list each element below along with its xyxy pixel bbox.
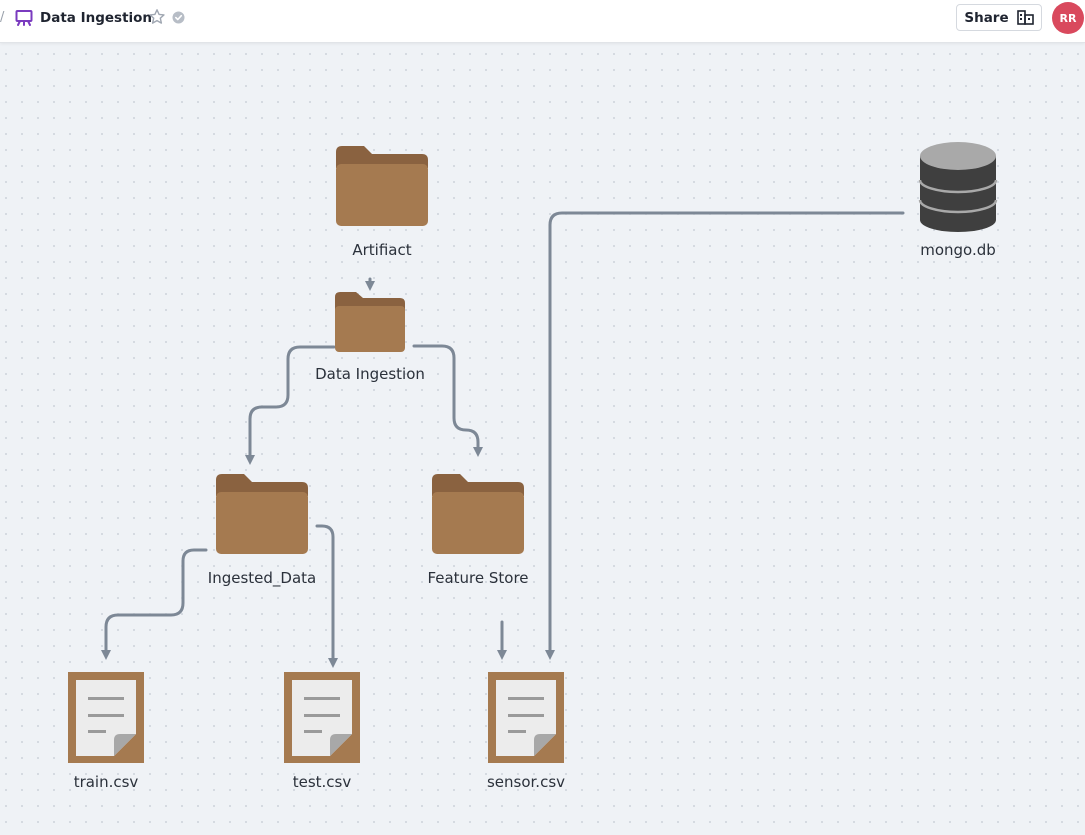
connector-mongo-to-sensor[interactable] bbox=[545, 211, 905, 660]
node-label: train.csv bbox=[74, 773, 139, 791]
node-train-csv[interactable]: train.csv bbox=[68, 672, 144, 791]
folder-icon bbox=[335, 292, 405, 352]
node-artifact[interactable]: Artifiact bbox=[336, 146, 428, 259]
connector-ingested-data-to-train[interactable] bbox=[101, 548, 208, 660]
building-icon bbox=[1016, 10, 1034, 25]
node-label: mongo.db bbox=[920, 241, 996, 259]
node-test-csv[interactable]: test.csv bbox=[284, 672, 360, 791]
node-label: Ingested_Data bbox=[208, 569, 316, 588]
folder-icon bbox=[432, 474, 524, 554]
csv-file-icon bbox=[284, 672, 360, 763]
node-label: Data Ingestion bbox=[315, 365, 425, 383]
whiteboard-icon bbox=[15, 10, 33, 26]
share-label: Share bbox=[964, 9, 1009, 26]
node-label: sensor.csv bbox=[487, 773, 565, 791]
csv-file-icon bbox=[488, 672, 564, 763]
folder-icon bbox=[336, 146, 428, 226]
avatar[interactable]: RR bbox=[1052, 2, 1084, 34]
share-button[interactable]: Share bbox=[956, 4, 1042, 31]
node-label: Feature Store bbox=[427, 569, 528, 587]
node-feature-store[interactable]: Feature Store bbox=[427, 474, 529, 587]
verified-check-icon bbox=[172, 11, 185, 24]
node-data-ingestion[interactable]: Data Ingestion bbox=[315, 292, 425, 383]
csv-file-icon bbox=[68, 672, 144, 763]
node-label: test.csv bbox=[293, 773, 352, 791]
database-icon bbox=[918, 142, 998, 232]
connector-ingestion-to-feature-store[interactable] bbox=[412, 344, 483, 457]
top-bar: / Data Ingestion Share RR bbox=[0, 0, 1085, 43]
node-ingested-data[interactable]: Ingested_Data bbox=[208, 474, 316, 588]
node-label: Artifiact bbox=[352, 241, 411, 259]
breadcrumb-separator: / bbox=[0, 10, 5, 25]
node-sensor-csv[interactable]: sensor.csv bbox=[487, 672, 565, 791]
node-mongo-db[interactable]: mongo.db bbox=[918, 142, 998, 259]
folder-icon bbox=[216, 474, 308, 554]
connector-ingested-data-to-test[interactable] bbox=[315, 524, 338, 668]
connector-ingestion-to-ingested-data[interactable] bbox=[245, 345, 336, 465]
star-icon[interactable] bbox=[148, 8, 166, 26]
board-title[interactable]: Data Ingestion bbox=[40, 10, 153, 26]
